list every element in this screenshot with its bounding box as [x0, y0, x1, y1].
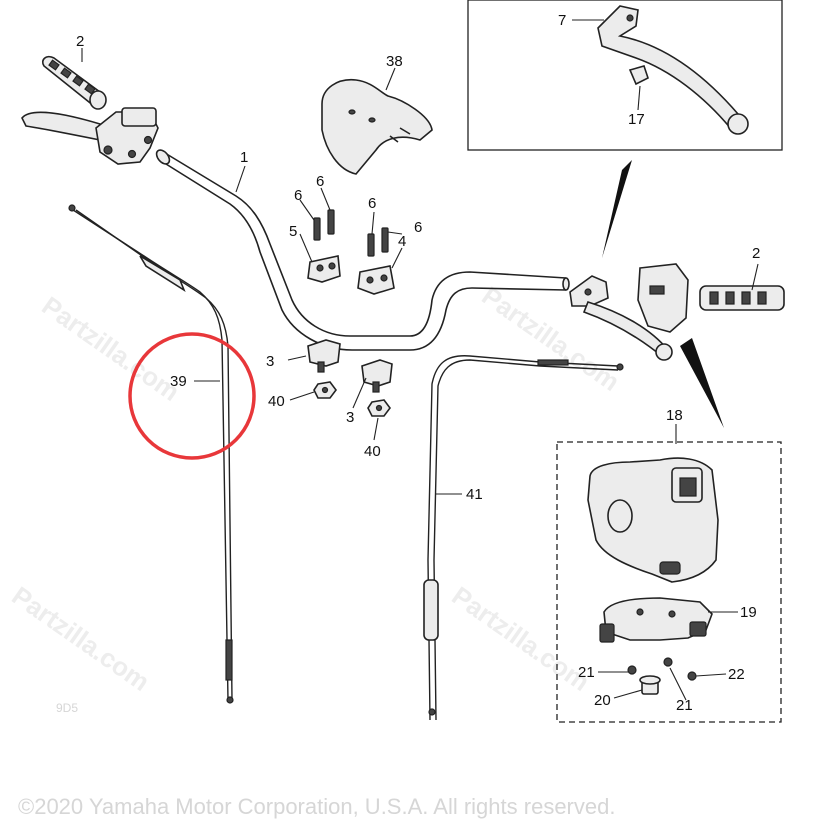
detail-pointers — [602, 160, 724, 428]
switch-exploded-box — [556, 441, 782, 723]
callout-19-housing: 19 — [740, 604, 757, 621]
callout-3-lower-holder-b: 3 — [346, 409, 354, 426]
callout-6-bolt-c: 6 — [368, 195, 376, 212]
callout-2-left-grip: 2 — [76, 33, 84, 50]
left-grip — [41, 55, 107, 110]
callout-6-bolt-d: 6 — [414, 219, 422, 236]
callout-41-cable: 41 — [466, 486, 483, 503]
callout-20-screw: 20 — [594, 692, 611, 709]
callout-3-lower-holder-a: 3 — [266, 353, 274, 370]
leader-lines — [81, 19, 759, 701]
cable-39 — [68, 204, 234, 704]
callout-1-handlebar: 1 — [240, 149, 248, 166]
callout-38-cover: 38 — [386, 53, 403, 70]
svg-text:Partzilla.com: Partzilla.com — [447, 580, 596, 697]
left-lever-assembly — [21, 107, 159, 165]
lever-detail-inset — [467, 0, 783, 151]
callout-7-lever: 7 — [558, 12, 566, 29]
right-grip — [699, 285, 785, 311]
highlight-circle — [128, 332, 256, 460]
cable-41 — [423, 355, 624, 721]
callout-21-screw-a: 21 — [578, 664, 595, 681]
callout-17-bushing: 17 — [628, 111, 645, 128]
callout-39-cable: 39 — [170, 373, 187, 390]
handlebar-cover — [321, 79, 433, 175]
right-switch-housing — [637, 263, 689, 333]
upper-handlebar-holders — [307, 209, 395, 295]
callout-5-holder: 5 — [289, 223, 297, 240]
svg-text:Partzilla.com: Partzilla.com — [37, 290, 186, 407]
handlebar — [155, 149, 570, 351]
callout-22-screw: 22 — [728, 666, 745, 683]
right-lever-assembly — [569, 275, 673, 361]
callout-40-nut-a: 40 — [268, 393, 285, 410]
callout-4-holder: 4 — [398, 233, 406, 250]
copyright-notice: ©2020 Yamaha Motor Corporation, U.S.A. A… — [18, 794, 615, 819]
callout-18-switch: 18 — [666, 407, 683, 424]
callout-21-screw-b: 21 — [676, 697, 693, 714]
lower-handlebar-holders — [307, 339, 393, 393]
callout-6-bolt-a: 6 — [294, 187, 302, 204]
svg-text:Partzilla.com: Partzilla.com — [7, 580, 156, 697]
watermark-code: 9D5 — [56, 701, 78, 715]
callout-2-right-grip: 2 — [752, 245, 760, 262]
callout-40-nut-b: 40 — [364, 443, 381, 460]
nuts — [313, 381, 391, 417]
callout-6-bolt-b: 6 — [316, 173, 324, 190]
callout-labels: 2 1 38 6 6 5 6 6 4 3 40 3 40 39 41 2 7 1… — [76, 12, 760, 714]
